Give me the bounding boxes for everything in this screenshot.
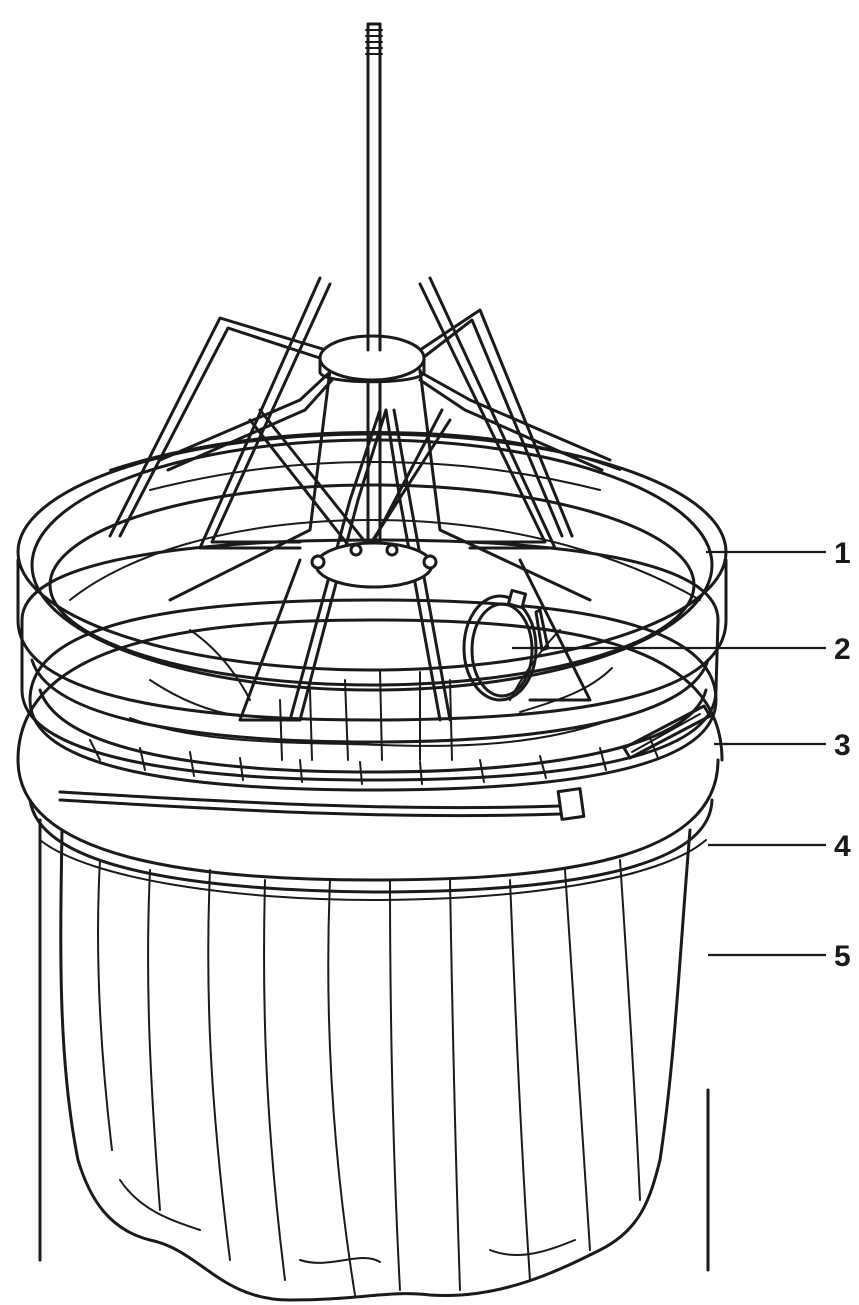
hub-plate [318, 334, 426, 384]
leader-lines [512, 550, 826, 957]
callout-5: 5 [834, 940, 851, 973]
lower-clamp-ring [16, 618, 724, 901]
center-rod [365, 22, 383, 567]
callout-labels: 1 2 3 4 5 [834, 537, 851, 973]
callout-1: 1 [834, 537, 851, 570]
bag-interior [69, 431, 701, 761]
callout-3: 3 [834, 729, 851, 762]
callout-2: 2 [834, 633, 851, 666]
filter-bag [38, 818, 710, 1302]
middle-band [28, 598, 718, 792]
wire-basket [108, 276, 612, 722]
lower-hub [310, 541, 438, 589]
cable-tie-lower [58, 704, 712, 821]
callout-4: 4 [834, 830, 851, 863]
